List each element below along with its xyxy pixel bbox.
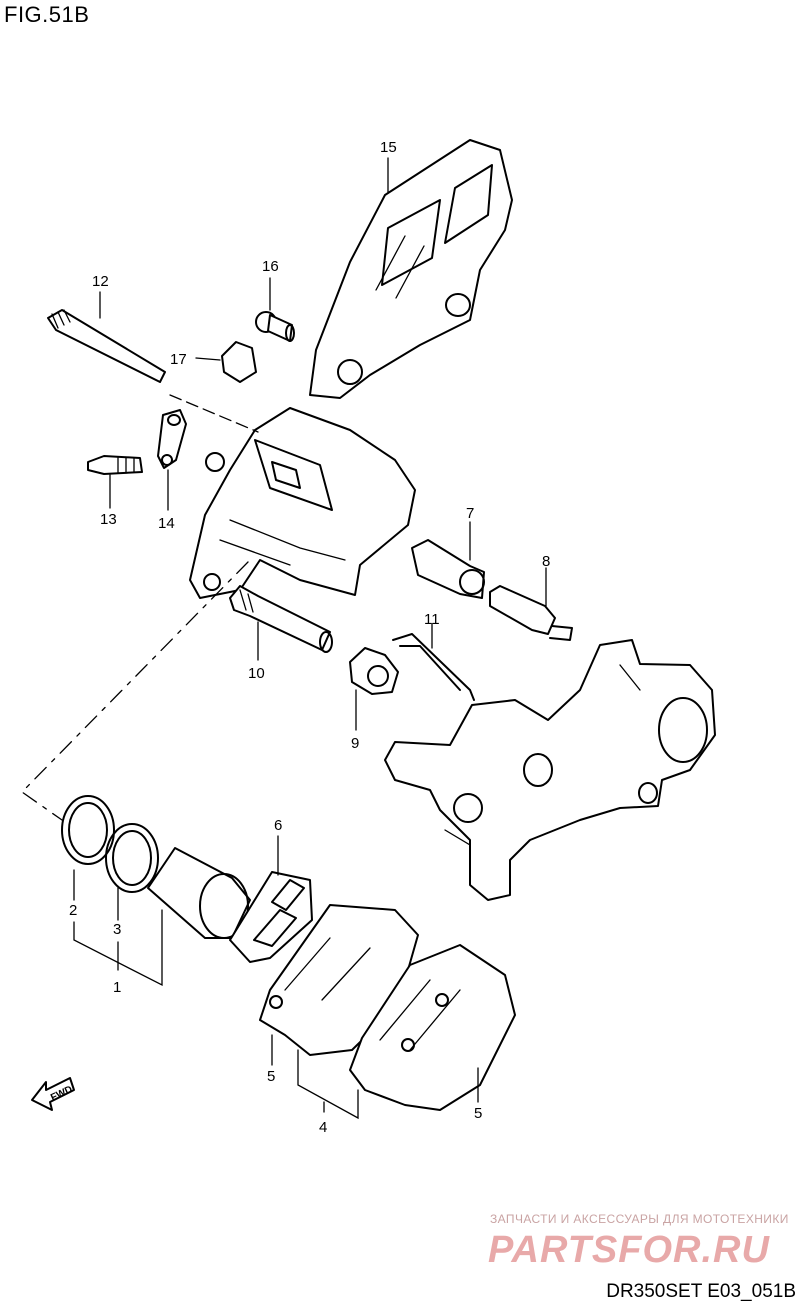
callout-8: 8 bbox=[542, 553, 550, 570]
callout-6: 6 bbox=[274, 817, 282, 834]
brake-pad-right bbox=[349, 944, 516, 1111]
callout-17: 17 bbox=[170, 351, 187, 368]
callout-labels: 15 16 17 12 13 14 7 8 11 10 9 6 2 3 1 5 … bbox=[69, 139, 550, 1136]
callout-5-right: 5 bbox=[474, 1105, 482, 1122]
part-9-boot bbox=[349, 647, 399, 695]
callout-15: 15 bbox=[380, 139, 397, 156]
part-14-clip bbox=[157, 409, 187, 469]
part-17-cap bbox=[221, 341, 257, 383]
fwd-arrow-icon: FWD bbox=[31, 1077, 75, 1111]
callout-16: 16 bbox=[262, 258, 279, 275]
part-13-bleeder bbox=[87, 455, 143, 475]
watermark-logo-text: PARTSFOR.RU bbox=[488, 1229, 770, 1271]
part-3-seal bbox=[105, 823, 159, 893]
part-2-seal bbox=[61, 795, 115, 865]
figure-title: FIG.51B bbox=[4, 2, 90, 27]
callout-9: 9 bbox=[351, 735, 359, 752]
callout-14: 14 bbox=[158, 515, 175, 532]
watermark-logo: PARTSFOR.RU bbox=[488, 1229, 770, 1271]
part-12-pin bbox=[47, 309, 166, 383]
piston bbox=[147, 847, 251, 939]
part-10-slide-pin bbox=[229, 585, 333, 653]
callout-3: 3 bbox=[113, 921, 121, 938]
part-6-shim bbox=[229, 871, 313, 963]
caliper-body bbox=[189, 407, 416, 599]
watermark-caption: ЗАПЧАСТИ И АКСЕССУАРЫ ДЛЯ МОТОТЕХНИКИ bbox=[490, 1212, 789, 1226]
callout-1: 1 bbox=[113, 979, 121, 996]
figure-code: DR350SET E03_051B bbox=[606, 1281, 796, 1302]
part-7-sleeve bbox=[411, 539, 485, 599]
callout-4: 4 bbox=[319, 1119, 327, 1136]
part-16-bolt bbox=[255, 311, 295, 342]
callout-12: 12 bbox=[92, 273, 109, 290]
part-8-bolt bbox=[489, 585, 573, 641]
callout-13: 13 bbox=[100, 511, 117, 528]
callout-7: 7 bbox=[466, 505, 474, 522]
callout-2: 2 bbox=[69, 902, 77, 919]
caliper-bracket bbox=[384, 639, 716, 901]
leader-lines bbox=[20, 157, 547, 1120]
callout-11: 11 bbox=[424, 611, 440, 628]
callout-5-left: 5 bbox=[267, 1068, 275, 1085]
callout-10: 10 bbox=[248, 665, 265, 682]
part-15-bracket bbox=[309, 139, 513, 399]
part-11-spring bbox=[392, 633, 475, 701]
